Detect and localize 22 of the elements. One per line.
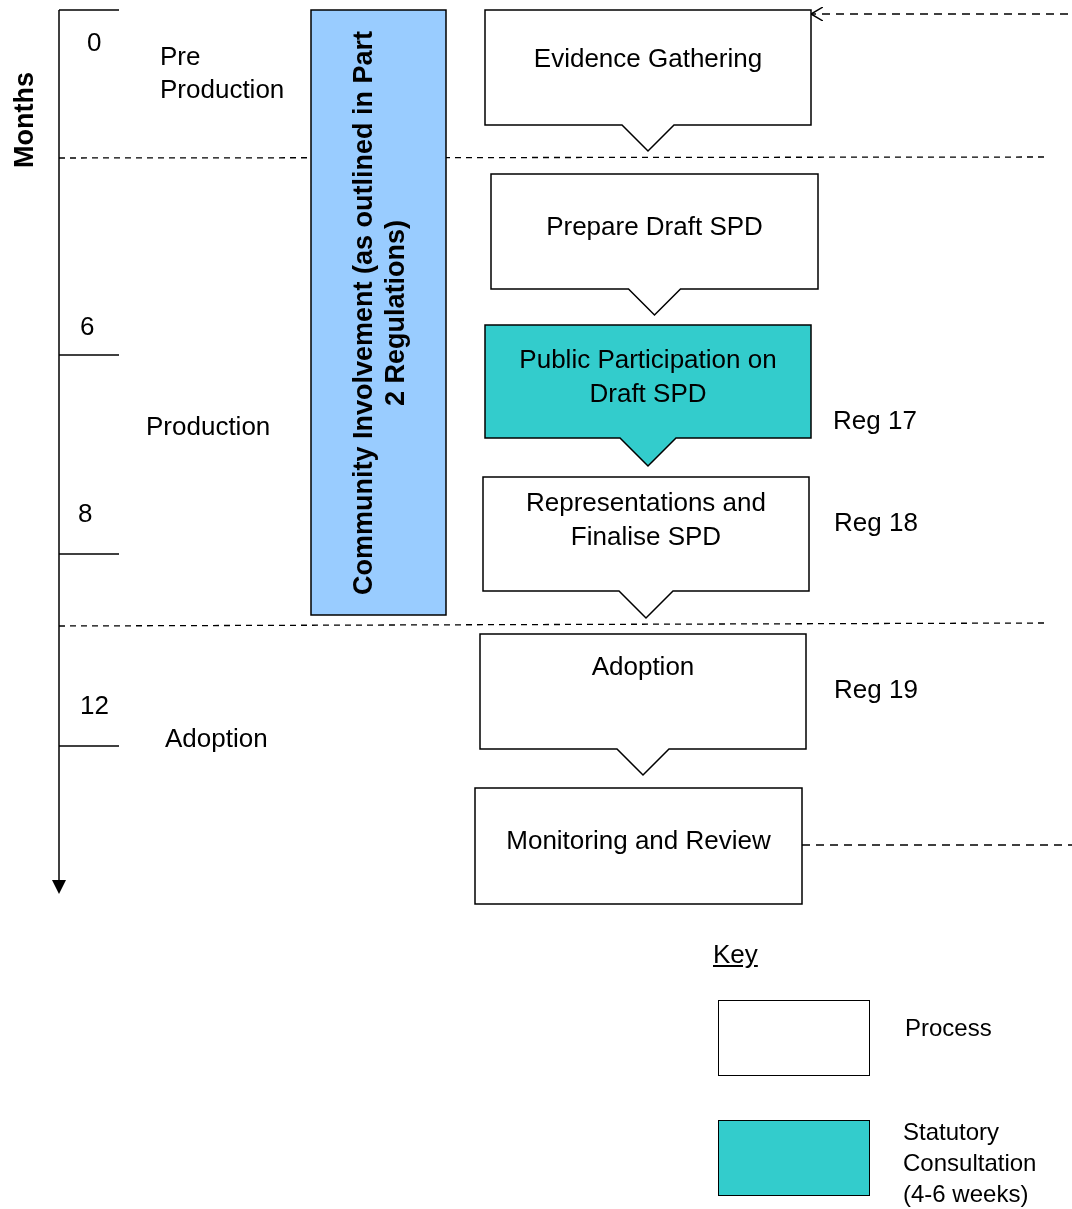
timeline-label: 6 [80, 310, 95, 343]
legend-label: Process [905, 1013, 993, 1043]
regulation-label: Reg 17 [833, 405, 917, 436]
regulation-label: Reg 18 [834, 507, 918, 538]
box-label: Adoption [591, 649, 695, 683]
timeline-label: Adoption [165, 722, 268, 755]
band-label: Community Involvement (as outlined in Part 2 Regulations) [346, 29, 411, 597]
axis-title: Months [8, 72, 40, 168]
timeline-label: Production [146, 410, 271, 443]
box-label: Evidence Gathering [533, 41, 763, 75]
timeline-label: Pre Production [160, 40, 286, 105]
arrow [810, 6, 1069, 22]
timeline-label: 0 [87, 26, 102, 59]
box-label: Prepare Draft SPD [546, 209, 763, 243]
timeline-label: 8 [78, 497, 93, 530]
box-label: Monitoring and Review [506, 824, 771, 858]
box-label: Representations and Finalise SPD [525, 486, 767, 553]
key-heading: Key [713, 938, 758, 971]
box-label: Public Participation on Draft SPD [518, 342, 778, 410]
timeline-label: 12 [80, 689, 109, 722]
regulation-label: Reg 19 [834, 674, 918, 705]
legend-label: Statutory Consultation (4-6 weeks) [903, 1117, 1038, 1209]
